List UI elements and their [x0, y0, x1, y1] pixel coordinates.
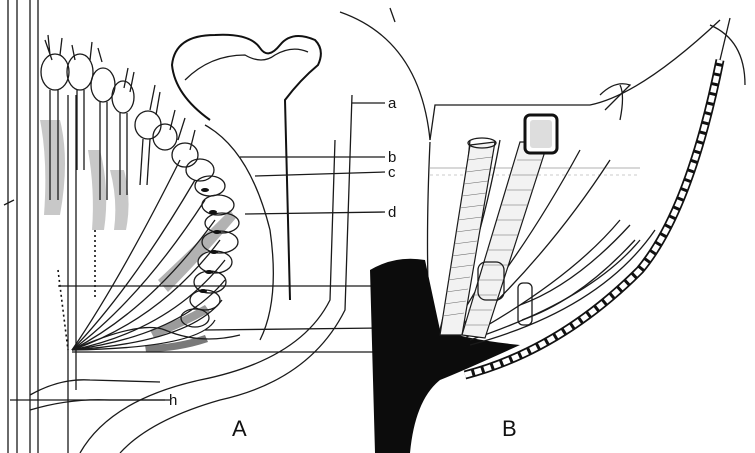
- panel-b-drawing: [340, 8, 745, 453]
- panel-a-drawing: [4, 0, 385, 453]
- panel-b-label: B: [502, 416, 517, 441]
- callout-h: h: [169, 392, 177, 409]
- callout-a: a: [388, 95, 397, 112]
- panel-a-label: A: [232, 416, 247, 441]
- callout-c: c: [388, 164, 396, 181]
- callout-d: d: [388, 204, 396, 221]
